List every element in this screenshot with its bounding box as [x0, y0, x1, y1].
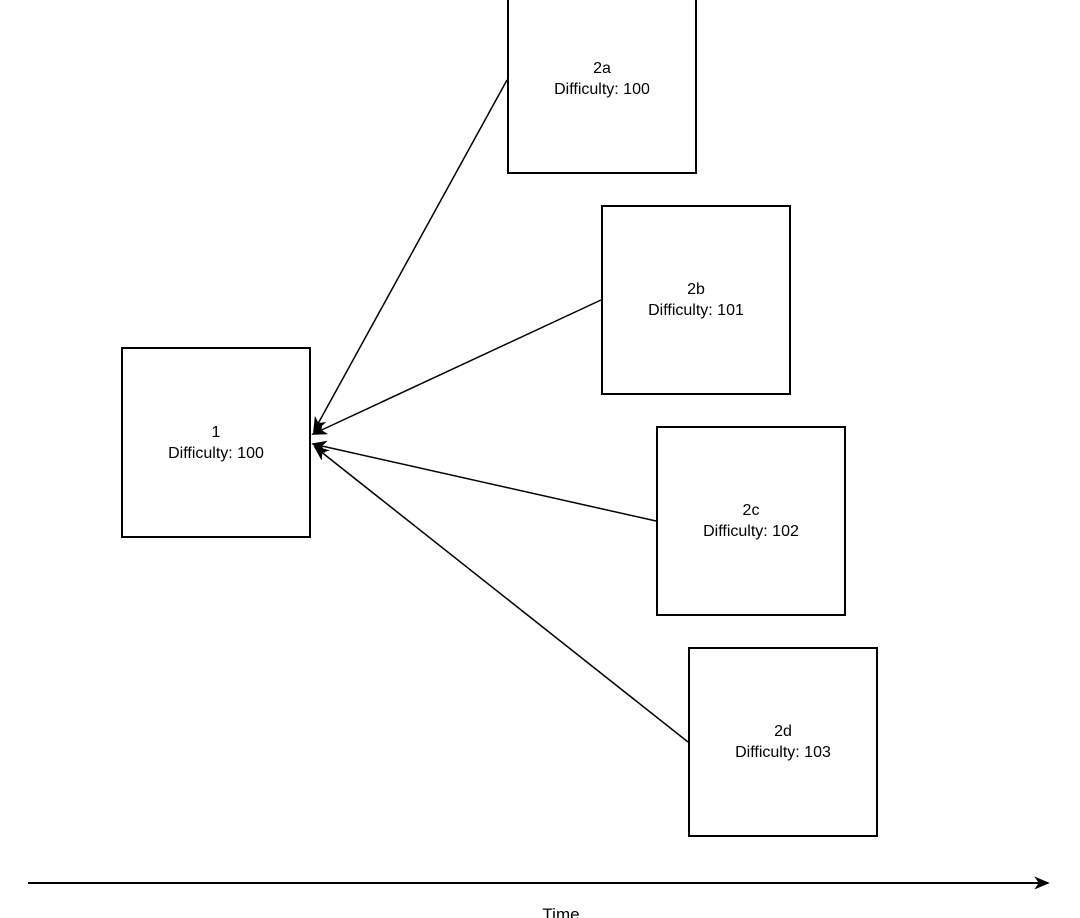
block-node-1: 1 Difficulty: 100 — [121, 347, 311, 538]
block-node-2d: 2d Difficulty: 103 — [688, 647, 878, 837]
block-difficulty-label: Difficulty: 102 — [703, 523, 799, 540]
edge-2b-to-1 — [313, 299, 602, 434]
block-difficulty-label: Difficulty: 101 — [648, 302, 744, 319]
block-difficulty-label: Difficulty: 100 — [554, 81, 650, 98]
block-id-label: 2c — [742, 502, 760, 519]
block-id-label: 2a — [593, 60, 611, 77]
block-id-label: 1 — [211, 423, 221, 441]
block-node-2a: 2a Difficulty: 100 — [507, 0, 697, 174]
edge-2d-to-1 — [315, 447, 689, 743]
block-difficulty-label: Difficulty: 103 — [735, 744, 831, 761]
block-node-2b: 2b Difficulty: 101 — [601, 205, 791, 395]
block-id-label: 2b — [687, 281, 705, 298]
edge-2a-to-1 — [314, 79, 508, 431]
time-axis-label: Time — [542, 905, 580, 918]
block-id-label: 2d — [774, 723, 792, 740]
edge-2c-to-1 — [313, 444, 657, 522]
block-node-2c: 2c Difficulty: 102 — [656, 426, 846, 616]
block-difficulty-label: Difficulty: 100 — [168, 444, 264, 462]
